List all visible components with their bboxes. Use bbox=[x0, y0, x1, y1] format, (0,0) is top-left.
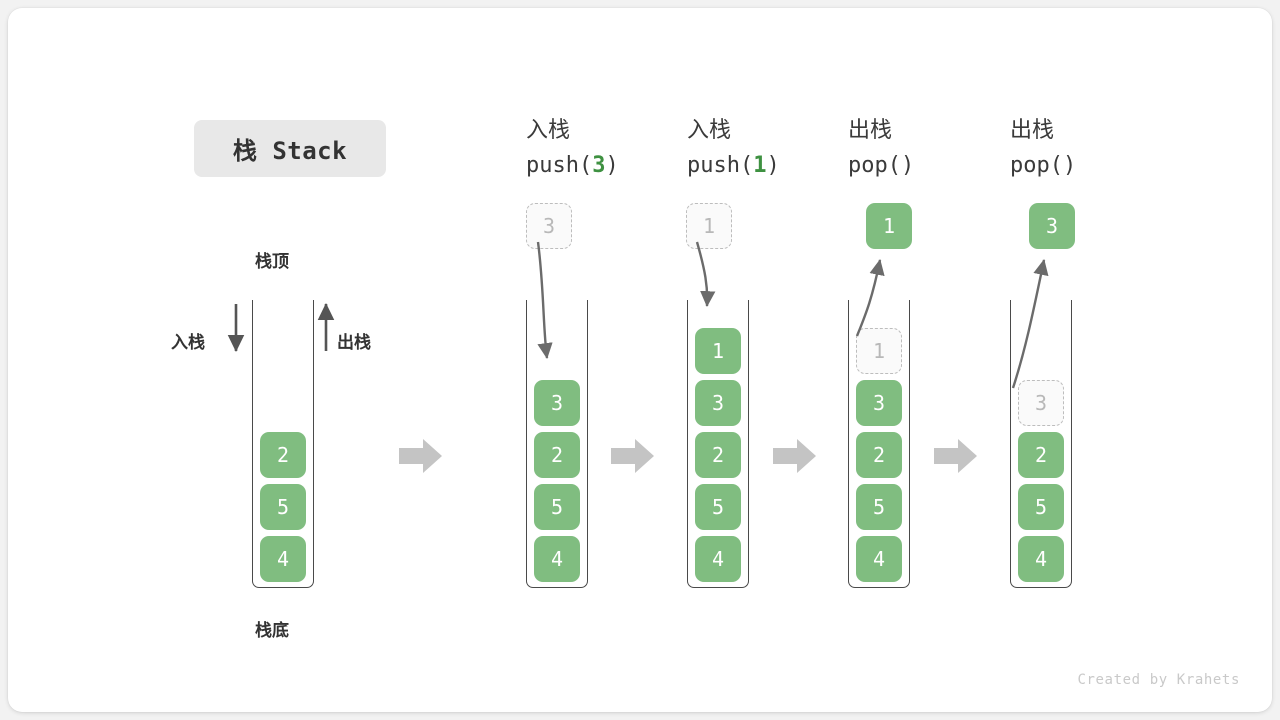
stack-frame-pop-1 bbox=[848, 300, 910, 588]
stack-cell: 3 bbox=[534, 380, 580, 426]
code-arg: 3 bbox=[592, 153, 606, 178]
code-prefix: push( bbox=[687, 153, 754, 178]
stack-cell: 4 bbox=[260, 536, 306, 582]
column-header-cn: 出栈 bbox=[1010, 118, 1055, 143]
stack-cell: 5 bbox=[695, 484, 741, 530]
stack-bottom-label: 栈底 bbox=[255, 621, 289, 641]
column-header-code: push(3) bbox=[526, 148, 619, 183]
column-header-cn: 出栈 bbox=[848, 118, 893, 143]
stack-cell: 1 bbox=[695, 328, 741, 374]
stack-cell: 2 bbox=[1018, 432, 1064, 478]
push-direction-label: 入栈 bbox=[171, 333, 205, 353]
stack-frame-push-1 bbox=[687, 300, 749, 588]
stack-frame-initial bbox=[252, 300, 314, 588]
column-header-cn: 入栈 bbox=[526, 118, 571, 143]
column-header-pop-2: 出栈 pop() bbox=[1010, 113, 1076, 183]
column-header-code: pop() bbox=[1010, 148, 1076, 183]
stack-cell: 5 bbox=[856, 484, 902, 530]
outgoing-element: 1 bbox=[866, 203, 912, 249]
code-suffix: ) bbox=[766, 153, 780, 178]
column-header-pop-1: 出栈 pop() bbox=[848, 113, 914, 183]
stack-cell: 5 bbox=[534, 484, 580, 530]
stack-cell: 2 bbox=[534, 432, 580, 478]
code-suffix: ) bbox=[1062, 153, 1077, 178]
column-header-code: push(1) bbox=[687, 148, 780, 183]
stack-cell: 3 bbox=[695, 380, 741, 426]
stack-frame-push-3 bbox=[526, 300, 588, 588]
stack-cell: 2 bbox=[260, 432, 306, 478]
column-header-push-3: 入栈 push(3) bbox=[526, 113, 619, 183]
stack-cell: 3 bbox=[856, 380, 902, 426]
stack-cell-ghost: 3 bbox=[1018, 380, 1064, 426]
column-header-push-1: 入栈 push(1) bbox=[687, 113, 780, 183]
stack-frame-pop-2 bbox=[1010, 300, 1072, 588]
figure-card: 栈 Stack 栈顶 栈底 入栈 出栈 2 5 4 入栈 push(3) 3 3… bbox=[8, 8, 1272, 712]
flow-arrow-icon bbox=[611, 439, 654, 473]
stack-cell: 4 bbox=[1018, 536, 1064, 582]
pop-direction-label: 出栈 bbox=[337, 333, 371, 353]
push-motion-arrow-1 bbox=[695, 241, 716, 307]
flow-arrow-icon bbox=[773, 439, 816, 473]
arrow-overlay bbox=[227, 241, 1049, 389]
stack-cell: 2 bbox=[695, 432, 741, 478]
column-header-cn: 入栈 bbox=[687, 118, 732, 143]
code-arg: 1 bbox=[753, 153, 767, 178]
stack-cell: 2 bbox=[856, 432, 902, 478]
diagram-title-chip: 栈 Stack bbox=[194, 120, 386, 177]
credit-text: Created by Krahets bbox=[1077, 672, 1240, 688]
code-suffix: ) bbox=[605, 153, 619, 178]
code-suffix: ) bbox=[900, 153, 915, 178]
stack-cell: 4 bbox=[534, 536, 580, 582]
column-header-code: pop() bbox=[848, 148, 914, 183]
stack-cell: 5 bbox=[1018, 484, 1064, 530]
incoming-element-ghost: 3 bbox=[526, 203, 572, 249]
flow-arrow-icon bbox=[399, 439, 442, 473]
flow-arrow-icon bbox=[934, 439, 977, 473]
stack-cell-ghost: 1 bbox=[856, 328, 902, 374]
code-prefix: pop( bbox=[848, 153, 901, 178]
stack-top-label: 栈顶 bbox=[255, 252, 289, 272]
stack-cell: 4 bbox=[695, 536, 741, 582]
stack-cell: 5 bbox=[260, 484, 306, 530]
stack-cell: 4 bbox=[856, 536, 902, 582]
incoming-element-ghost: 1 bbox=[686, 203, 732, 249]
code-prefix: pop( bbox=[1010, 153, 1063, 178]
outgoing-element: 3 bbox=[1029, 203, 1075, 249]
code-prefix: push( bbox=[526, 153, 593, 178]
